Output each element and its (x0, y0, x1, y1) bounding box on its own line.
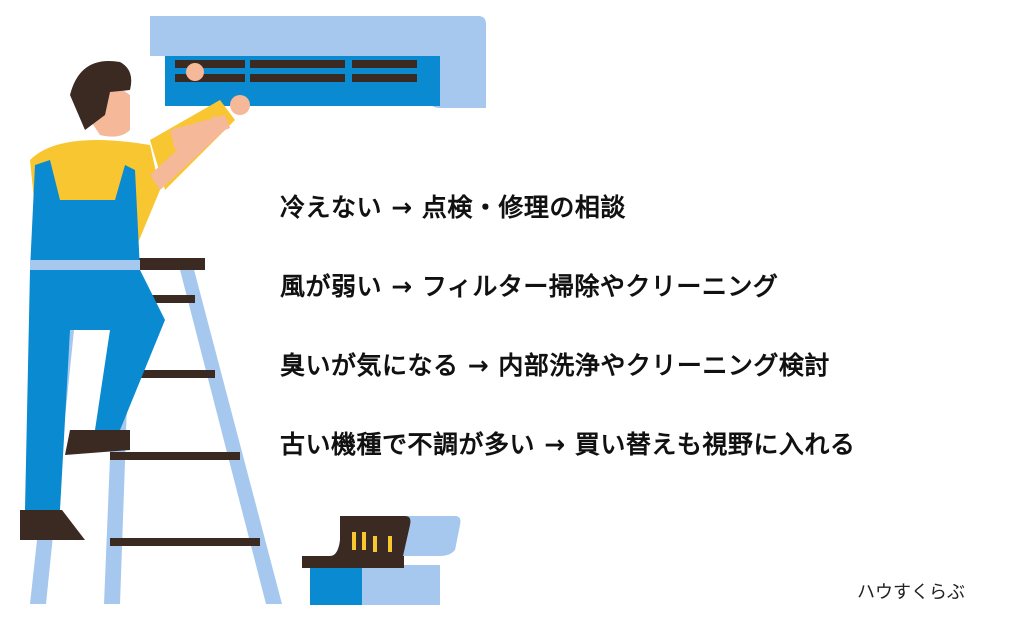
brand-watermark: ハウすくらぶ (857, 582, 965, 603)
tip-not-cooling: 冷えない → 点検・修理の相談 (280, 193, 626, 222)
tip-old-model: 古い機種で不調が多い → 買い替えも視野に入れる (280, 430, 856, 459)
technician (20, 60, 250, 540)
tip-weak-airflow: 風が弱い → フィルター掃除やクリーニング (280, 272, 779, 301)
air-conditioner (150, 16, 486, 108)
tip-bad-smell: 臭いが気になる → 内部洗浄やクリーニング検討 (280, 351, 830, 380)
toolbox (302, 516, 461, 605)
